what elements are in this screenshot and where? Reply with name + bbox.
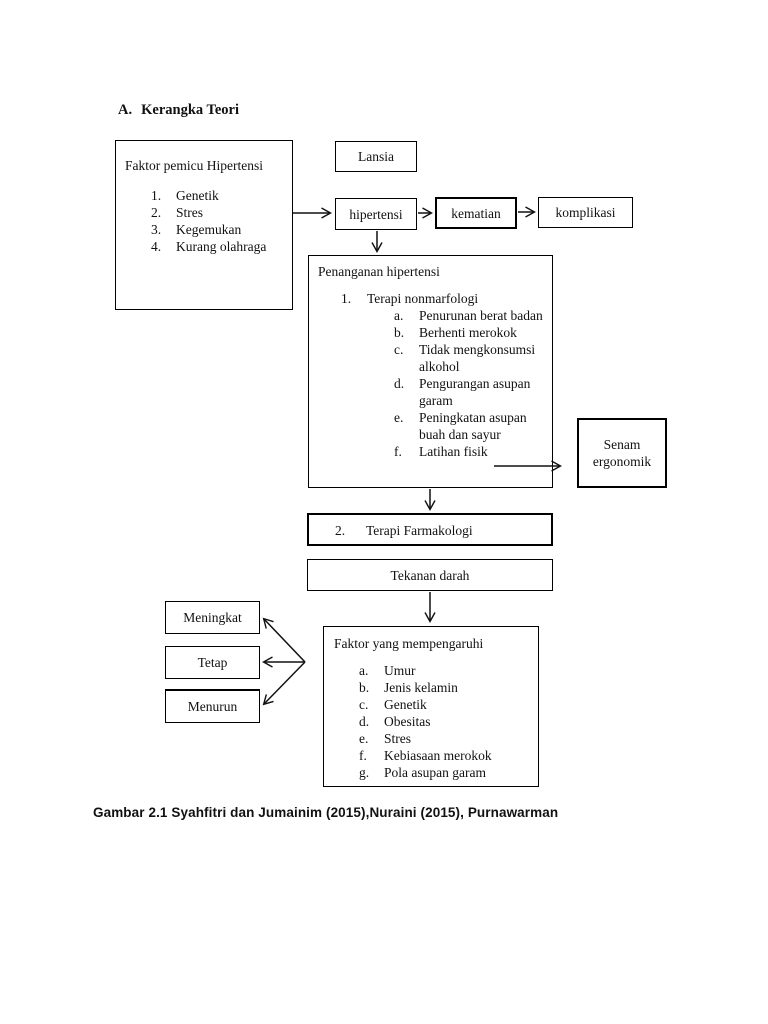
box-tetap: Tetap: [165, 646, 260, 679]
box-hipertensi: hipertensi: [335, 198, 417, 230]
list-item: 3.Kegemukan: [151, 222, 242, 237]
list-item: d.Obesitas: [359, 714, 431, 729]
page-title: A. Kerangka Teori: [118, 102, 239, 119]
farmakologi-label: 2. Terapi Farmakologi: [335, 523, 473, 538]
list-item: a.Umur: [359, 663, 416, 678]
box-penanganan-hipertensi: Penanganan hipertensi 1. Terapi nonmarfo…: [308, 255, 553, 488]
list-item: g.Pola asupan garam: [359, 765, 486, 780]
list-item: e.Peningkatan asupan buah dan sayur: [394, 410, 527, 442]
senam-label: Senam ergonomik: [592, 437, 652, 469]
box-terapi-farmakologi: 2. Terapi Farmakologi: [307, 513, 553, 546]
faktor-pemicu-list: 1.Genetik 2.Stres 3.Kegemukan 4.Kurang o…: [151, 187, 266, 255]
list-item: a.Penurunan berat badan: [394, 308, 543, 323]
box-kematian: kematian: [435, 197, 517, 229]
box-senam-ergonomik: Senam ergonomik: [577, 418, 667, 488]
arrow-junction-to-meningkat: [262, 617, 306, 663]
list-item: 1.Genetik: [151, 188, 219, 203]
faktor-mempengaruhi-list: a.Umur b.Jenis kelamin c.Genetik d.Obesi…: [359, 662, 492, 781]
list-item: f.Latihan fisik: [394, 444, 488, 459]
list-item: f.Kebiasaan merokok: [359, 748, 492, 763]
box-meningkat: Meningkat: [165, 601, 260, 634]
box-lansia: Lansia: [335, 141, 417, 172]
figure-caption: Gambar 2.1 Syahfitri dan Jumainim (2015)…: [93, 805, 559, 820]
list-item: b.Berhenti merokok: [394, 325, 517, 340]
list-item: 4.Kurang olahraga: [151, 239, 267, 254]
list-item: c.Genetik: [359, 697, 427, 712]
box-faktor-pemicu-title: Faktor pemicu Hipertensi: [125, 158, 263, 173]
penanganan-subheading: 1. Terapi nonmarfologi: [341, 291, 479, 306]
box-faktor-pemicu: Faktor pemicu Hipertensi 1.Genetik 2.Str…: [115, 140, 293, 310]
list-item: c.Tidak mengkonsumsi alkohol: [394, 342, 536, 374]
page-title-marker: A.: [118, 102, 133, 118]
page-title-text: Kerangka Teori: [141, 102, 239, 118]
box-penanganan-title: Penanganan hipertensi: [318, 264, 440, 279]
arrow-junction-to-menurun: [262, 661, 306, 706]
box-menurun: Menurun: [165, 689, 260, 723]
list-item: 2.Stres: [151, 205, 203, 220]
box-tekanan-darah: Tekanan darah: [307, 559, 553, 591]
penanganan-list: a.Penurunan berat badan b.Berhenti merok…: [394, 307, 549, 460]
box-faktor-mempengaruhi: Faktor yang mempengaruhi a.Umur b.Jenis …: [323, 626, 539, 787]
list-item: e.Stres: [359, 731, 411, 746]
list-item: d.Pengurangan asupan garam: [394, 376, 531, 408]
box-faktor-mempengaruhi-title: Faktor yang mempengaruhi: [334, 636, 484, 651]
list-item: b.Jenis kelamin: [359, 680, 458, 695]
box-komplikasi: komplikasi: [538, 197, 633, 228]
